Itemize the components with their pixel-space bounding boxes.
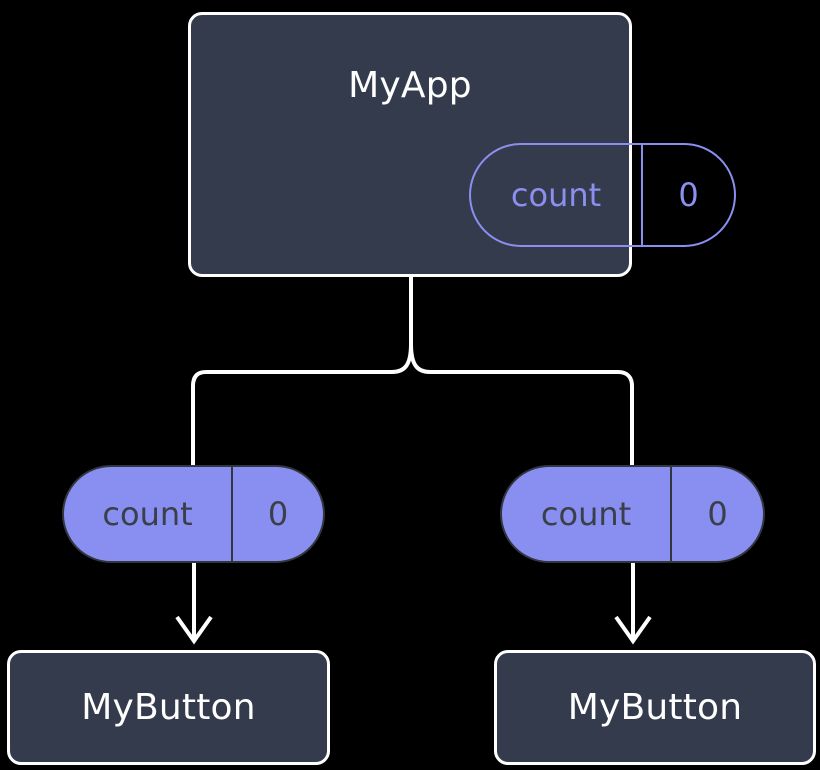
edge-branch-right	[409, 342, 634, 468]
state-pill-left-key: count	[102, 495, 193, 533]
state-pill-myapp-value: 0	[641, 145, 734, 245]
node-mybutton-right-title: MyButton	[567, 687, 743, 728]
node-myapp[interactable]: MyApp count 0	[188, 12, 736, 277]
node-myapp-title: MyApp	[348, 65, 472, 106]
arrow-head-left-icon	[175, 615, 213, 645]
node-mybutton-left[interactable]: MyButton	[7, 650, 330, 765]
state-pill-right[interactable]: count 0	[500, 465, 765, 563]
state-pill-left-value: 0	[231, 467, 323, 561]
state-pill-right-key: count	[540, 495, 632, 533]
state-pill-myapp[interactable]: count 0	[469, 143, 736, 247]
state-pill-myapp-key: count	[510, 176, 602, 214]
node-mybutton-left-title: MyButton	[81, 687, 256, 728]
state-pill-left[interactable]: count 0	[62, 465, 325, 563]
edge-branch-left	[191, 342, 413, 468]
arrow-head-right-icon	[614, 615, 652, 645]
node-mybutton-right[interactable]: MyButton	[494, 650, 816, 765]
state-pill-right-value: 0	[670, 467, 763, 561]
